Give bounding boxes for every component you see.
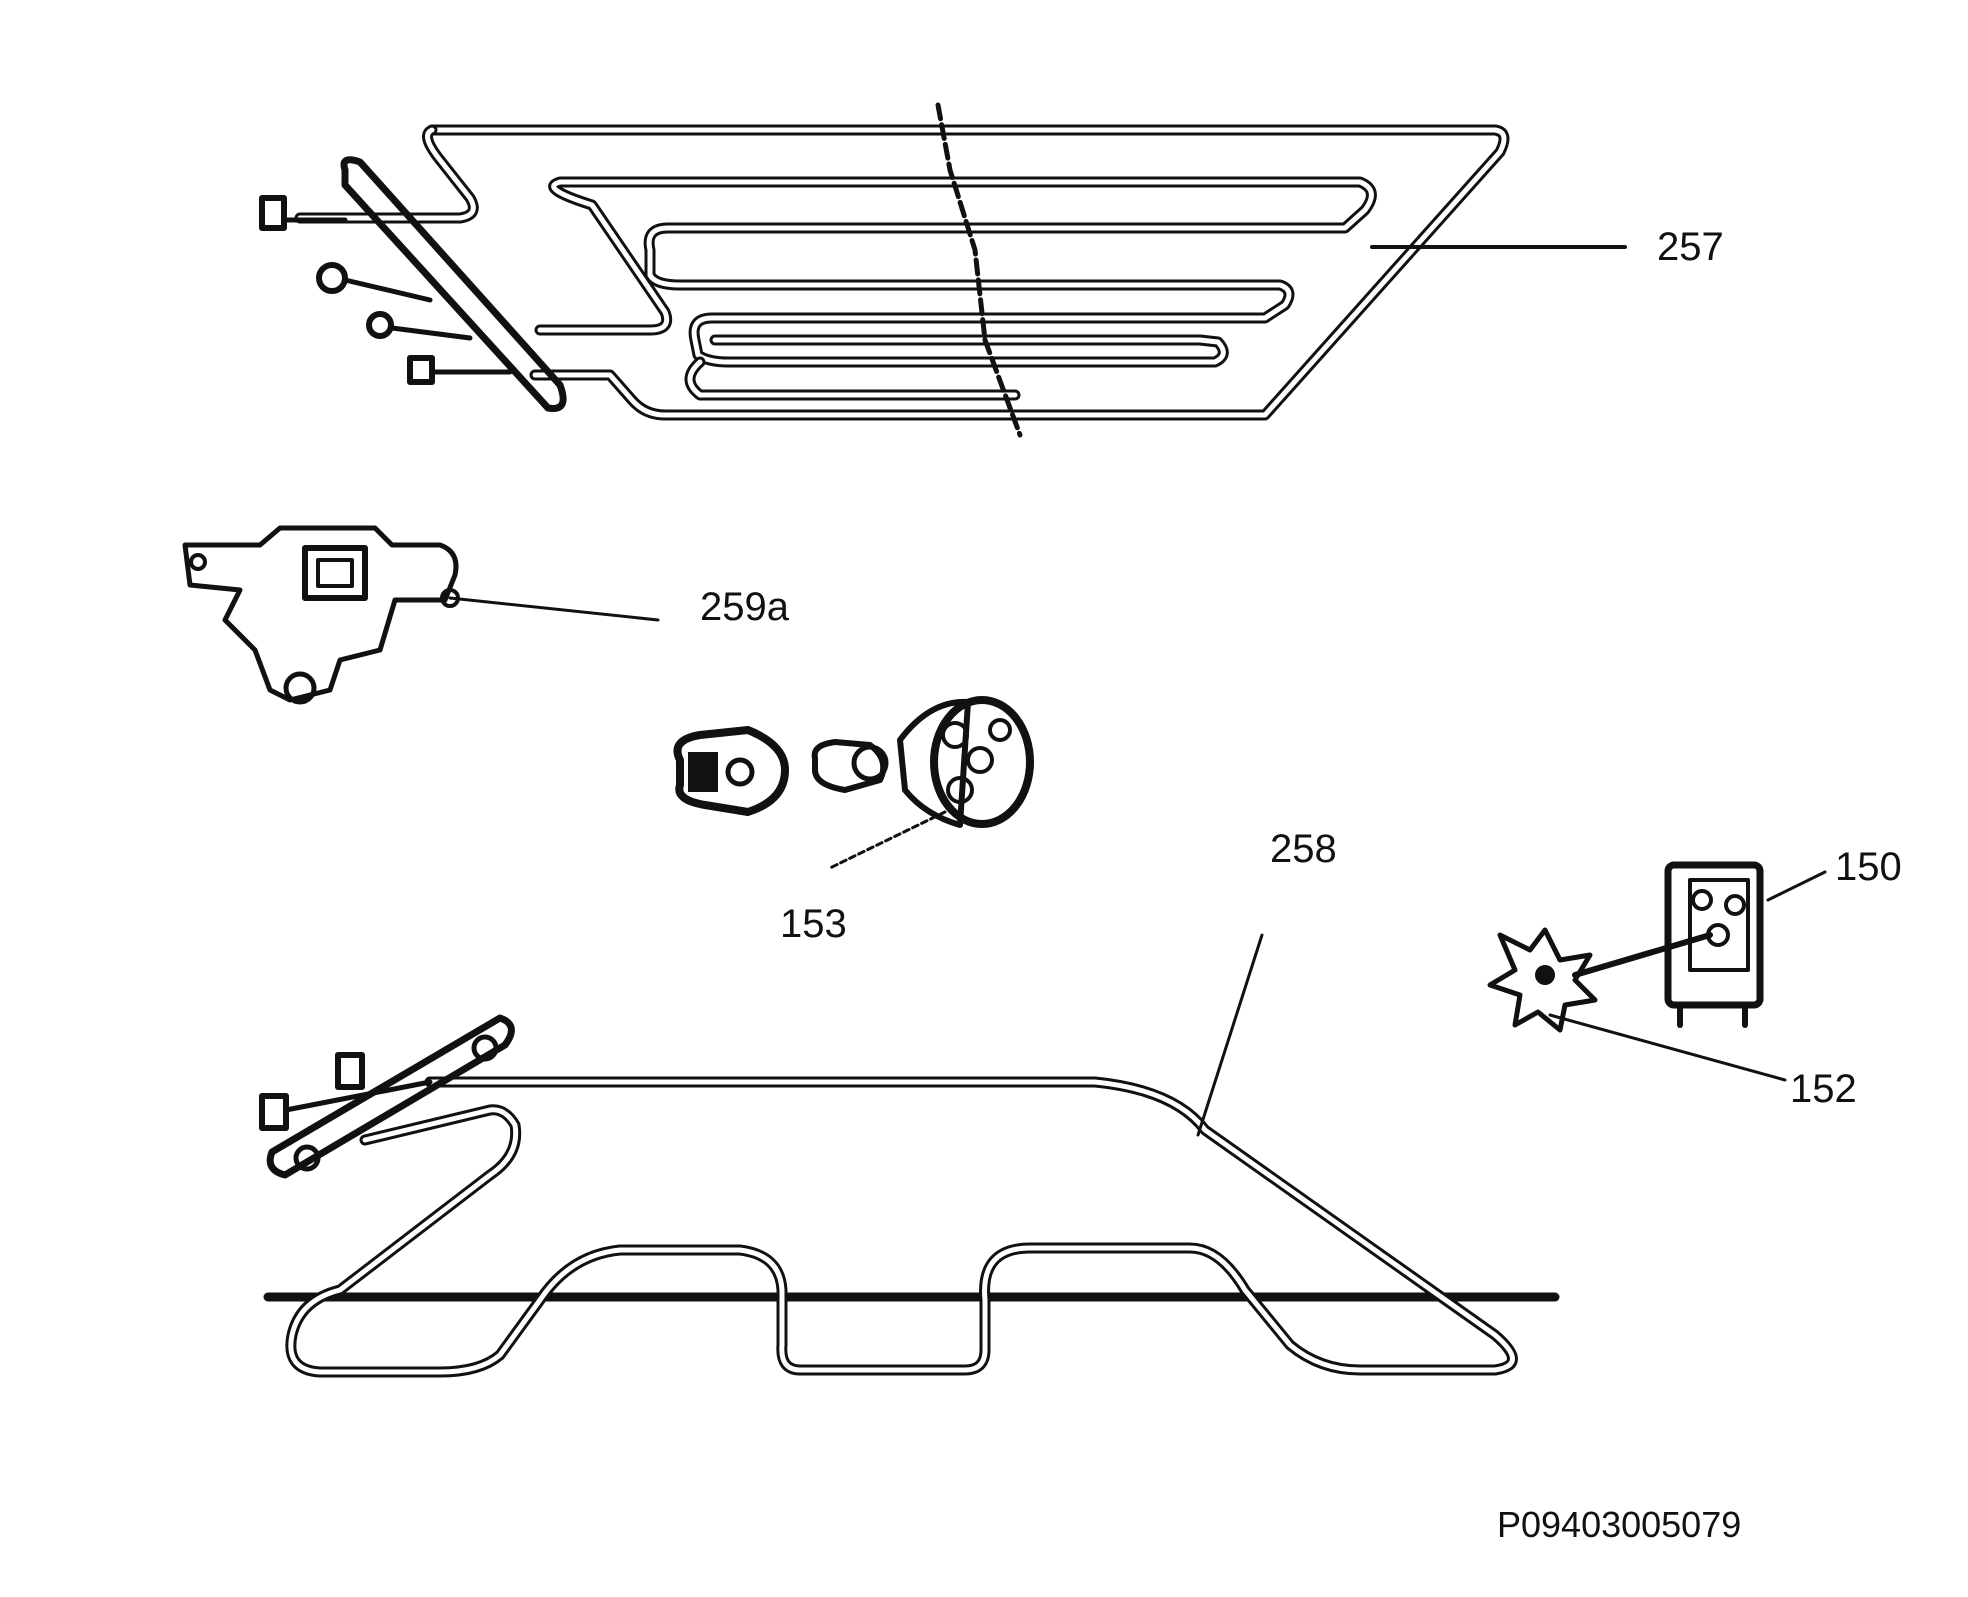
label-153: 153 (780, 902, 847, 946)
drawing-code: P09403005079 (1497, 1504, 1741, 1545)
spring-part-152 (1487, 927, 1787, 1082)
label-259a: 259a (700, 585, 790, 629)
label-152: 152 (1790, 1067, 1857, 1111)
switch-150 (1572, 861, 1827, 1028)
thermostat-259a (182, 525, 660, 705)
label-258: 258 (1270, 827, 1337, 871)
label-150: 150 (1835, 845, 1902, 889)
lower-heating-element-258 (259, 933, 1560, 1378)
grill-heating-element-257 (259, 102, 1627, 438)
label-257: 257 (1657, 225, 1724, 269)
lamp-assembly-153 (673, 696, 1034, 870)
